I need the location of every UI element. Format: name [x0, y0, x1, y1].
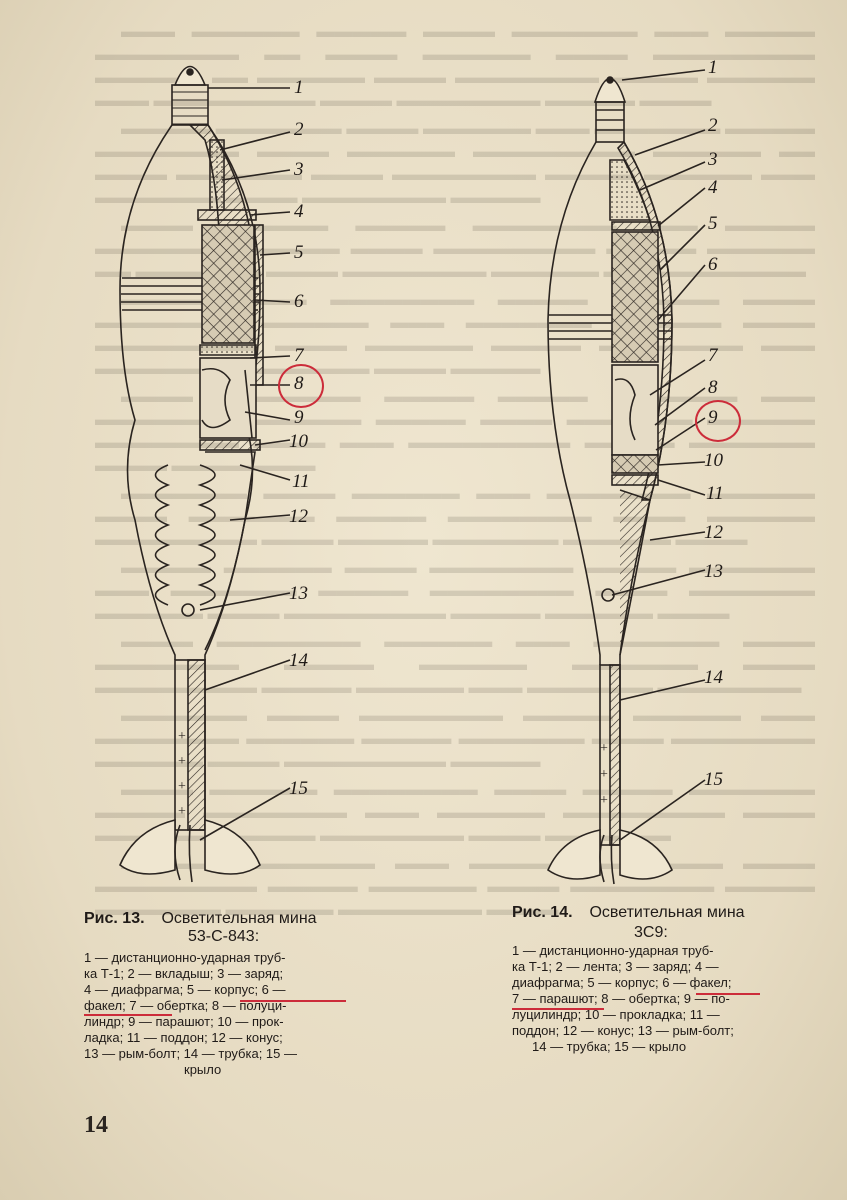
svg-text:+: +	[600, 793, 608, 808]
mine-3c9-drawing: + + +	[547, 69, 706, 885]
underline-left-b	[240, 1000, 346, 1002]
left-callout-12: 12	[289, 506, 308, 527]
left-callout-3: 3	[294, 159, 304, 180]
svg-text:+: +	[600, 767, 608, 782]
right-callout-12: 12	[704, 522, 723, 543]
left-callout-1: 1	[294, 77, 304, 98]
svg-text:+: +	[178, 729, 186, 744]
page-number: 14	[84, 1112, 108, 1138]
caption-label-right: Рис. 14.	[512, 904, 573, 921]
legend-left-line: 1 — дистанционно-ударная труб-	[84, 950, 286, 965]
underline-right-b	[512, 1008, 604, 1010]
right-callout-7: 7	[708, 345, 718, 366]
show-through-texture: ▬▬▬ ▬▬▬▬▬▬ ▬▬▬▬▬ ▬▬▬▬ ▬▬▬▬▬▬▬ ▬▬▬ ▬▬▬▬▬ …	[95, 21, 815, 919]
caption-model-left: 53-С-843:	[188, 928, 260, 945]
legend-right-line: поддон; 12 — конус; 13 — рым-болт;	[512, 1023, 734, 1038]
legend-left-line: линдр; 9 — парашют; 10 — прок-	[84, 1014, 284, 1029]
left-callout-15: 15	[289, 778, 308, 799]
svg-text:+: +	[600, 741, 608, 756]
left-callout-5: 5	[294, 242, 304, 263]
left-callout-11: 11	[292, 471, 310, 492]
left-callout-14: 14	[289, 650, 308, 671]
legend-left-line: 13 — рым-болт; 14 — трубка; 15 —	[84, 1046, 297, 1061]
legend-left-line: ладка; 11 — поддон; 12 — конус;	[84, 1030, 283, 1045]
highlight-circle-left	[278, 364, 324, 408]
right-callout-15: 15	[704, 769, 723, 790]
right-callout-14: 14	[704, 667, 723, 688]
caption-label-left: Рис. 13.	[84, 910, 145, 927]
left-callout-6: 6	[294, 291, 304, 312]
legend-right-line: 14 — трубка; 15 — крыло	[532, 1039, 687, 1054]
right-callout-8: 8	[708, 377, 718, 398]
right-callout-1: 1	[708, 57, 718, 78]
right-callout-6: 6	[708, 254, 718, 275]
right-callout-3: 3	[708, 149, 718, 170]
legend-right-line: луцилиндр; 10 — прокладка; 11 —	[512, 1007, 720, 1022]
legend-left-line: крыло	[184, 1062, 222, 1077]
figure-right-mine: + + +	[500, 40, 820, 900]
left-callout-4: 4	[294, 201, 304, 222]
legend-left-line: ка Т-1; 2 — вкладыш; 3 — заряд;	[84, 966, 284, 981]
legend-right-line: 7 — парашют; 8 — обертка; 9 — по-	[512, 991, 730, 1006]
legend-left: 1 — дистанционно-ударная труб- ка Т-1; 2…	[84, 950, 352, 1078]
svg-text:+: +	[178, 804, 186, 819]
left-callout-10: 10	[289, 431, 308, 452]
caption-model-right: 3С9:	[634, 924, 668, 941]
left-callout-7: 7	[294, 345, 304, 366]
underline-left-a	[84, 1014, 172, 1016]
figure-left-mine: + + + +	[80, 40, 430, 900]
svg-text:+: +	[178, 754, 186, 769]
caption-text-left: Осветительная мина	[161, 910, 317, 927]
right-callout-2: 2	[708, 115, 718, 136]
caption-text-right: Осветительная мина	[589, 904, 745, 921]
right-callout-5: 5	[708, 213, 718, 234]
caption-title-left: Рис. 13. Осветительная мина	[84, 909, 317, 928]
legend-right: 1 — дистанционно-ударная труб- ка Т-1; 2…	[512, 943, 774, 1055]
legend-right-line: диафрагма; 5 — корпус; 6 — факел;	[512, 975, 732, 990]
svg-text:+: +	[178, 779, 186, 794]
caption-title-right: Рис. 14. Осветительная мина	[512, 903, 745, 922]
right-callout-4: 4	[708, 177, 718, 198]
legend-left-line: 4 — диафрагма; 5 — корпус; 6 —	[84, 982, 286, 997]
legend-right-line: 1 — дистанционно-ударная труб-	[512, 943, 714, 958]
underline-right-a	[696, 993, 760, 995]
highlight-circle-right	[695, 400, 741, 442]
right-callout-11: 11	[706, 483, 724, 504]
left-callout-2: 2	[294, 119, 304, 140]
left-callout-9: 9	[294, 407, 304, 428]
legend-right-line: ка Т-1; 2 — лента; 3 — заряд; 4 —	[512, 959, 719, 974]
right-callout-10: 10	[704, 450, 723, 471]
left-callout-13: 13	[289, 583, 308, 604]
right-callout-13: 13	[704, 561, 723, 582]
mine-53-c-843-drawing: + + + +	[119, 65, 291, 883]
legend-left-line: факел; 7 — обертка; 8 — полуци-	[84, 998, 287, 1013]
